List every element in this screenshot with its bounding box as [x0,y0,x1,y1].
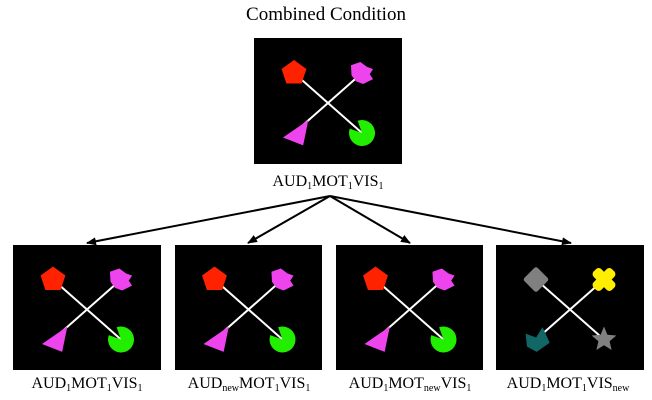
condition-panel-1 [13,245,161,370]
stimulus-figure [40,266,135,353]
label-text: MOT [388,375,424,392]
label-subscript: 1 [66,383,72,394]
pentagon-icon [363,266,388,290]
condition-label-4: AUD1MOT1VISnew [484,374,652,394]
label-subscript: 1 [541,383,547,394]
notched-square-icon [350,61,374,85]
label-subscript: 1 [274,383,280,394]
diamond-icon [523,267,549,292]
condition-label-1: AUD1MOT1VIS1 [0,374,174,394]
pentagon-icon [281,60,307,84]
pacman-icon [108,326,135,353]
label-subscript: 1 [378,181,384,192]
condition-panel-3 [336,245,483,370]
condition-label-2: AUDnewMOT1VIS1 [163,374,335,394]
branch-arrow [86,195,331,246]
pacman-icon [269,326,296,353]
label-subscript: 1 [307,181,313,192]
condition-label-3: AUD1MOTnewVIS1 [324,374,496,394]
triangle-icon [203,326,229,352]
diagram-title: Combined Condition [246,4,406,25]
label-subscript: 1 [383,383,389,394]
pentagon-icon [40,266,66,290]
label-text: AUD [31,375,67,392]
notched-square-icon [109,268,133,291]
notched-square-icon [271,268,294,291]
label-text: MOT [71,375,107,392]
pacman-icon [349,120,376,147]
label-text: MOT [312,173,348,190]
stimulus-figure [363,266,457,353]
triangle-icon [283,120,309,146]
arrow-icon [525,327,550,352]
label-text: AUD [348,375,384,392]
label-text: VIS [111,375,138,392]
label-subscript: 1 [347,181,353,192]
label-subscript: new [423,383,441,394]
label-text: MOT [239,375,275,392]
label-subscript: new [222,383,239,394]
label-text: AUD [272,173,308,190]
stimulus-figure [281,60,376,147]
label-text: AUD [506,375,542,392]
label-text: VIS [586,375,613,392]
label-subscript: 1 [466,383,472,394]
triangle-icon [364,326,390,352]
label-text: VIS [279,375,306,392]
condition-panel-2 [175,245,322,370]
triangle-icon [42,326,68,352]
notched-square-icon [432,268,455,291]
branch-arrow [247,195,331,244]
pacman-icon [430,326,457,353]
label-subscript: 1 [137,383,143,394]
condition-panel-4 [496,245,644,370]
combined-condition-panel [254,38,402,164]
label-text: AUD [187,375,223,392]
connector-line [535,278,605,341]
stimulus-figure [202,266,296,353]
label-text: VIS [440,375,467,392]
label-subscript: 1 [581,383,587,394]
label-text: VIS [352,173,379,190]
branch-arrow [329,195,411,244]
label-text: MOT [546,375,582,392]
cross-icon [592,268,616,291]
label-subscript: new [612,383,630,394]
label-subscript: 1 [305,383,311,394]
combined-condition-label: AUD1MOT1VIS1 [204,172,452,192]
pentagon-icon [202,266,227,290]
stimulus-figure [523,267,617,352]
branch-arrow [329,195,572,246]
star-icon [591,326,617,350]
label-subscript: 1 [106,383,112,394]
